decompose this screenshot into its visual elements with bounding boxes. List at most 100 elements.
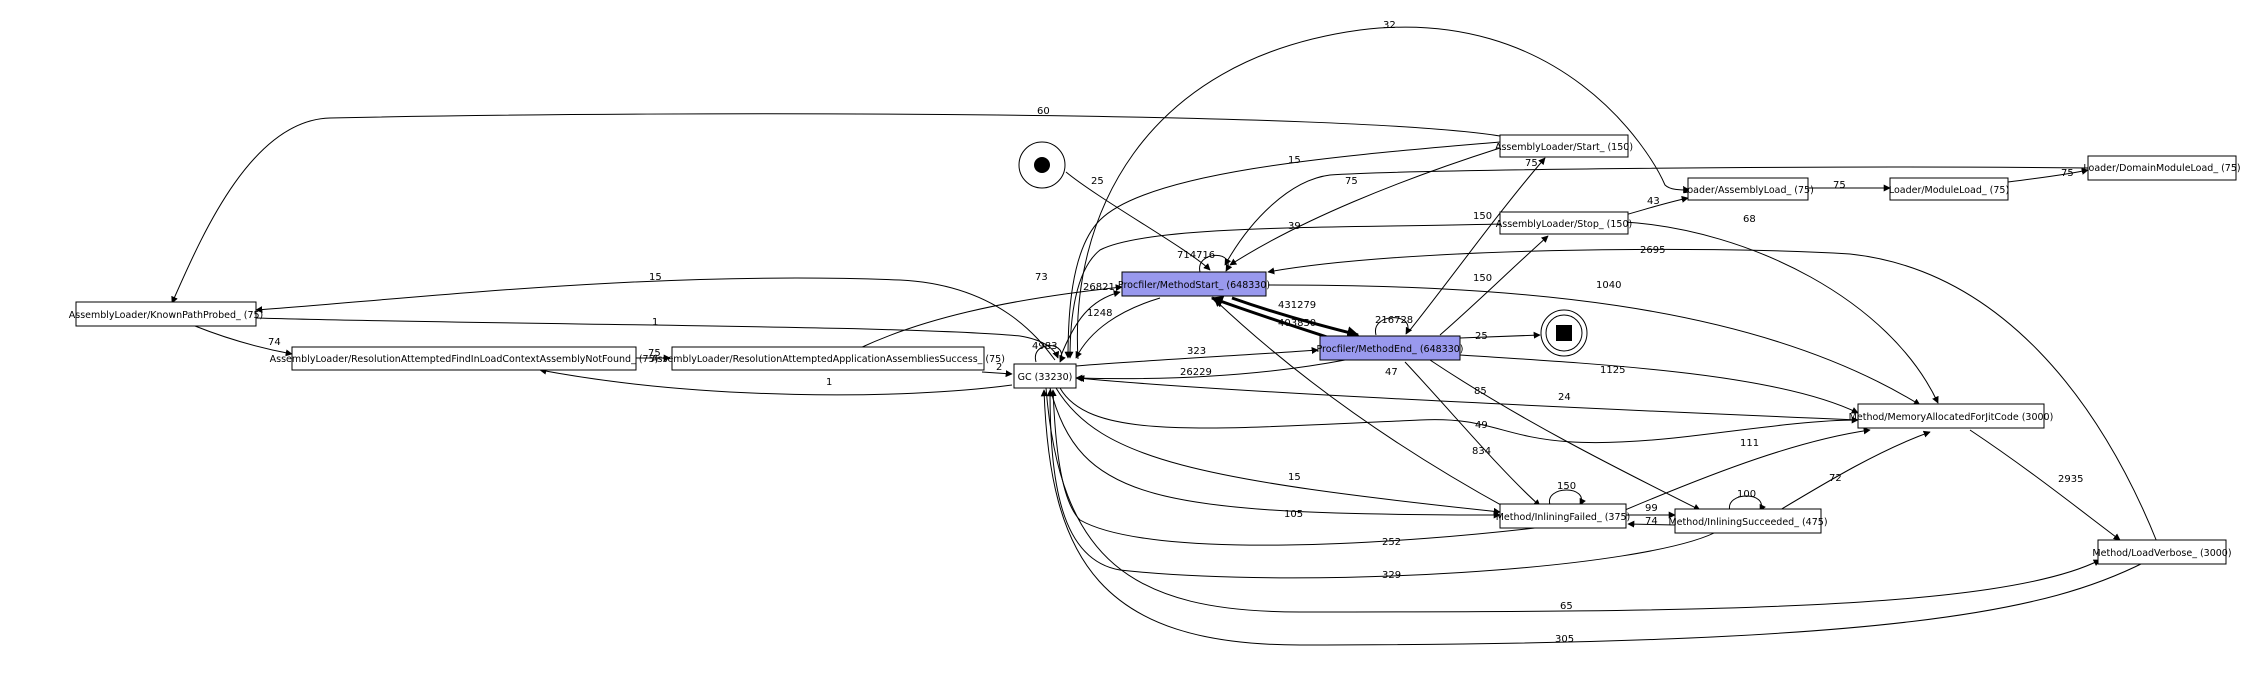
edge-label: 75 bbox=[648, 348, 661, 359]
edge-label: 2 bbox=[996, 362, 1002, 373]
edge-methodstart-to-gc bbox=[1075, 297, 1161, 359]
node-label: GC (33230) bbox=[1018, 372, 1073, 383]
node-assemblyloader-start[interactable]: AssemblyLoader/Start_ (150) bbox=[1495, 134, 1633, 158]
edge-asmstop-to-gc bbox=[1066, 223, 1501, 359]
edge-label: 1 bbox=[826, 377, 832, 388]
edge-inlsucc-to-memalloc bbox=[1779, 430, 1931, 511]
edge-methodend-to-asmstart bbox=[1409, 157, 1546, 331]
node-loader-domain-module-load[interactable]: Loader/DomainModuleLoad_ (75) bbox=[2083, 155, 2241, 181]
edge-label: 26229 bbox=[1180, 367, 1212, 378]
edge-domainload-to-methodstart bbox=[1224, 166, 2089, 266]
node-load-verbose[interactable]: Method/LoadVerbose_ (3000) bbox=[2092, 539, 2232, 565]
edge-label: 25 bbox=[1091, 176, 1104, 187]
edge-label: 85 bbox=[1474, 386, 1487, 397]
edge-gc-to-loader-assembly bbox=[1076, 26, 1691, 360]
edge-label: 15 bbox=[649, 272, 662, 283]
edge-inlfailed-to-methodstart bbox=[1214, 299, 1511, 511]
edge-asmstart-to-knownpath bbox=[171, 113, 1501, 304]
node-label: Method/InliningSucceeded_ (475) bbox=[1668, 517, 1827, 528]
edge-label: 305 bbox=[1555, 634, 1574, 645]
edge-gc-to-methodstart bbox=[1059, 290, 1121, 359]
node-resolution-success[interactable]: AssemblyLoader/ResolutionAttemptedApplic… bbox=[651, 346, 1005, 371]
edge-methodend-to-memalloc bbox=[1459, 354, 1859, 414]
edges bbox=[171, 26, 2158, 646]
edge-label: 15 bbox=[1288, 472, 1301, 483]
node-loader-module-load[interactable]: Loader/ModuleLoad_ (75) bbox=[1889, 177, 2009, 201]
edge-label: 1125 bbox=[1600, 365, 1625, 376]
node-assemblyloader-known-path-probed[interactable]: AssemblyLoader/KnownPathProbed_ (75) bbox=[69, 301, 264, 327]
edge-methodend-to-inlfailed bbox=[1404, 361, 1541, 507]
node-gc[interactable]: GC (33230) bbox=[1013, 363, 1077, 389]
edge-label: 75 bbox=[1345, 176, 1358, 187]
edge-label: 75 bbox=[1833, 180, 1846, 191]
edge-label: 32 bbox=[1383, 20, 1396, 31]
edge-asmstart-to-gc bbox=[1064, 141, 1501, 359]
edge-methodend-to-asmstop bbox=[1439, 235, 1549, 336]
node-procfiler-method-start[interactable]: Procfiler/MethodStart_ (648330) bbox=[1118, 271, 1270, 297]
edge-label: 105 bbox=[1284, 509, 1303, 520]
edge-label: 75 bbox=[2061, 168, 2074, 179]
edge-label: 1248 bbox=[1087, 308, 1112, 319]
edge-methodstart-to-memalloc bbox=[1267, 284, 1921, 406]
edge-labels: 32 60 15 25 75 75 43 75 75 68 39 150 269… bbox=[268, 20, 2083, 645]
node-loader-assembly-load[interactable]: Loader/AssemblyLoad_ (75) bbox=[1682, 177, 1814, 201]
edge-loadverbose-to-gc bbox=[1040, 389, 2146, 646]
edge-label: 216728 bbox=[1375, 315, 1413, 326]
edge-label: 2935 bbox=[2058, 474, 2083, 485]
edge-label: 75 bbox=[1525, 158, 1538, 169]
edge-label: 1 bbox=[652, 317, 658, 328]
node-inlining-succeeded[interactable]: Method/InliningSucceeded_ (475) bbox=[1668, 508, 1828, 534]
edge-knownpath-to-resnotfound bbox=[194, 325, 293, 357]
node-assemblyloader-stop[interactable]: AssemblyLoader/Stop_ (150) bbox=[1496, 211, 1632, 235]
edge-gc-to-knownpath bbox=[255, 277, 1056, 361]
edge-knownpath-to-gc bbox=[255, 317, 1060, 359]
edge-gc-to-inlfailed bbox=[1055, 387, 1501, 515]
edge-label: 47 bbox=[1385, 367, 1398, 378]
edge-label: 150 bbox=[1557, 481, 1576, 492]
edge-label: 111 bbox=[1740, 438, 1759, 449]
edge-label: 24 bbox=[1558, 392, 1571, 403]
edge-label: 68 bbox=[1743, 214, 1756, 225]
edge-methodstart-to-methodend bbox=[1231, 296, 1360, 339]
node-memory-allocated-for-jit-code[interactable]: Method/MemoryAllocatedForJitCode (3000) bbox=[1849, 403, 2054, 429]
node-label: Procfiler/MethodEnd_ (648330) bbox=[1317, 344, 1464, 355]
edge-gc-to-resnotfound bbox=[539, 367, 1013, 396]
edge-asmstart-to-methodstart bbox=[1229, 147, 1501, 266]
edge-gc-to-loadverbose bbox=[1045, 387, 2101, 613]
edge-label: 252 bbox=[1382, 537, 1401, 548]
edge-inlfailed-to-gc bbox=[1049, 389, 1561, 546]
edge-gc-self bbox=[1034, 345, 1066, 363]
edge-label: 431279 bbox=[1278, 300, 1316, 311]
node-label: Method/InliningFailed_ (375) bbox=[1496, 512, 1631, 523]
edge-label: 43 bbox=[1647, 196, 1660, 207]
edge-label: 49 bbox=[1475, 420, 1488, 431]
node-resolution-not-found[interactable]: AssemblyLoader/ResolutionAttemptedFindIn… bbox=[270, 346, 659, 371]
edge-label: 99 bbox=[1645, 503, 1658, 514]
edge-label: 1040 bbox=[1596, 280, 1621, 291]
node-label: Method/LoadVerbose_ (3000) bbox=[2092, 548, 2231, 559]
edge-methodstart-self bbox=[1199, 254, 1233, 273]
edge-label: 60 bbox=[1037, 106, 1050, 117]
node-label: Procfiler/MethodStart_ (648330) bbox=[1118, 280, 1270, 291]
edge-label: 323 bbox=[1187, 346, 1206, 357]
node-label: AssemblyLoader/ResolutionAttemptedApplic… bbox=[651, 354, 1005, 365]
edge-label: 329 bbox=[1382, 570, 1401, 581]
edge-gc-to-inlfailed-low bbox=[1049, 387, 1501, 519]
end-node bbox=[1540, 309, 1588, 357]
edge-label: 150 bbox=[1473, 273, 1492, 284]
node-label: AssemblyLoader/KnownPathProbed_ (75) bbox=[69, 310, 264, 321]
node-procfiler-method-end[interactable]: Procfiler/MethodEnd_ (648330) bbox=[1317, 335, 1464, 361]
edge-label: 100 bbox=[1737, 489, 1756, 500]
edge-label: 26821 bbox=[1083, 282, 1115, 293]
node-inlining-failed[interactable]: Method/InliningFailed_ (375) bbox=[1496, 503, 1631, 529]
edge-label: 74 bbox=[1645, 516, 1658, 527]
edge-label: 39 bbox=[1288, 221, 1301, 232]
edge-asmstop-to-memalloc bbox=[1624, 221, 1939, 404]
edge-gc-to-methodend bbox=[1075, 346, 1319, 367]
edge-ressuccess-to-methodstart bbox=[859, 284, 1123, 349]
edge-methodend-to-end bbox=[1459, 331, 1541, 339]
edge-inlfailed-self bbox=[1549, 489, 1586, 506]
edge-ressuccess-to-gc bbox=[981, 370, 1013, 378]
edge-label: 4983 bbox=[1032, 341, 1057, 352]
